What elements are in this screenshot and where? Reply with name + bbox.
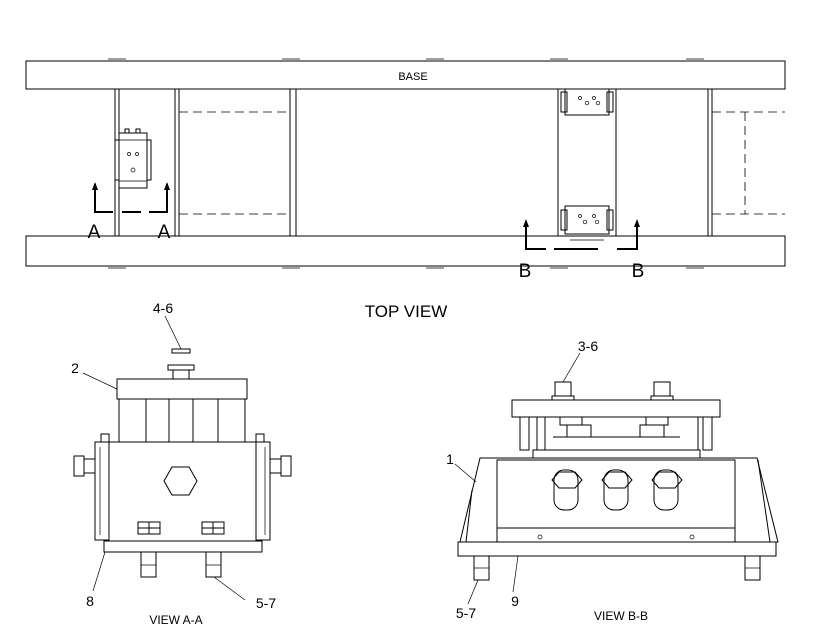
view-bb-callout-5-7: 5-7: [456, 605, 476, 621]
view-bb-callout-9: 9: [511, 593, 519, 609]
mount-component-b: [557, 88, 617, 241]
section-marker-a: A A: [88, 182, 171, 243]
view-bb-title: VIEW B-B: [594, 609, 648, 623]
section-a-right-label: A: [158, 222, 171, 243]
view-aa-callout-5-7: 5-7: [256, 595, 276, 611]
view-aa: 4-6 2 8 5-7 VIEW A-A: [71, 300, 292, 627]
view-bb-callout-1: 1: [446, 451, 454, 467]
top-view-title: TOP VIEW: [365, 302, 448, 321]
section-a-left-label: A: [88, 222, 101, 243]
view-aa-callout-2: 2: [71, 360, 79, 376]
base-rail-bottom: [25, 235, 786, 267]
top-view: BASE: [25, 58, 786, 321]
view-aa-callout-8: 8: [86, 593, 94, 609]
section-b-left-label: B: [519, 261, 532, 282]
view-bb-callout-3-6: 3-6: [578, 338, 598, 354]
view-aa-title: VIEW A-A: [149, 613, 202, 627]
mount-component-a: [114, 128, 152, 189]
section-b-right-label: B: [632, 261, 645, 282]
base-label: BASE: [398, 71, 427, 83]
section-marker-b: B B: [519, 219, 645, 282]
view-aa-callout-4-6: 4-6: [153, 300, 173, 316]
view-bb: 3-6 1 5-7 9 VIEW B-B: [446, 338, 779, 623]
